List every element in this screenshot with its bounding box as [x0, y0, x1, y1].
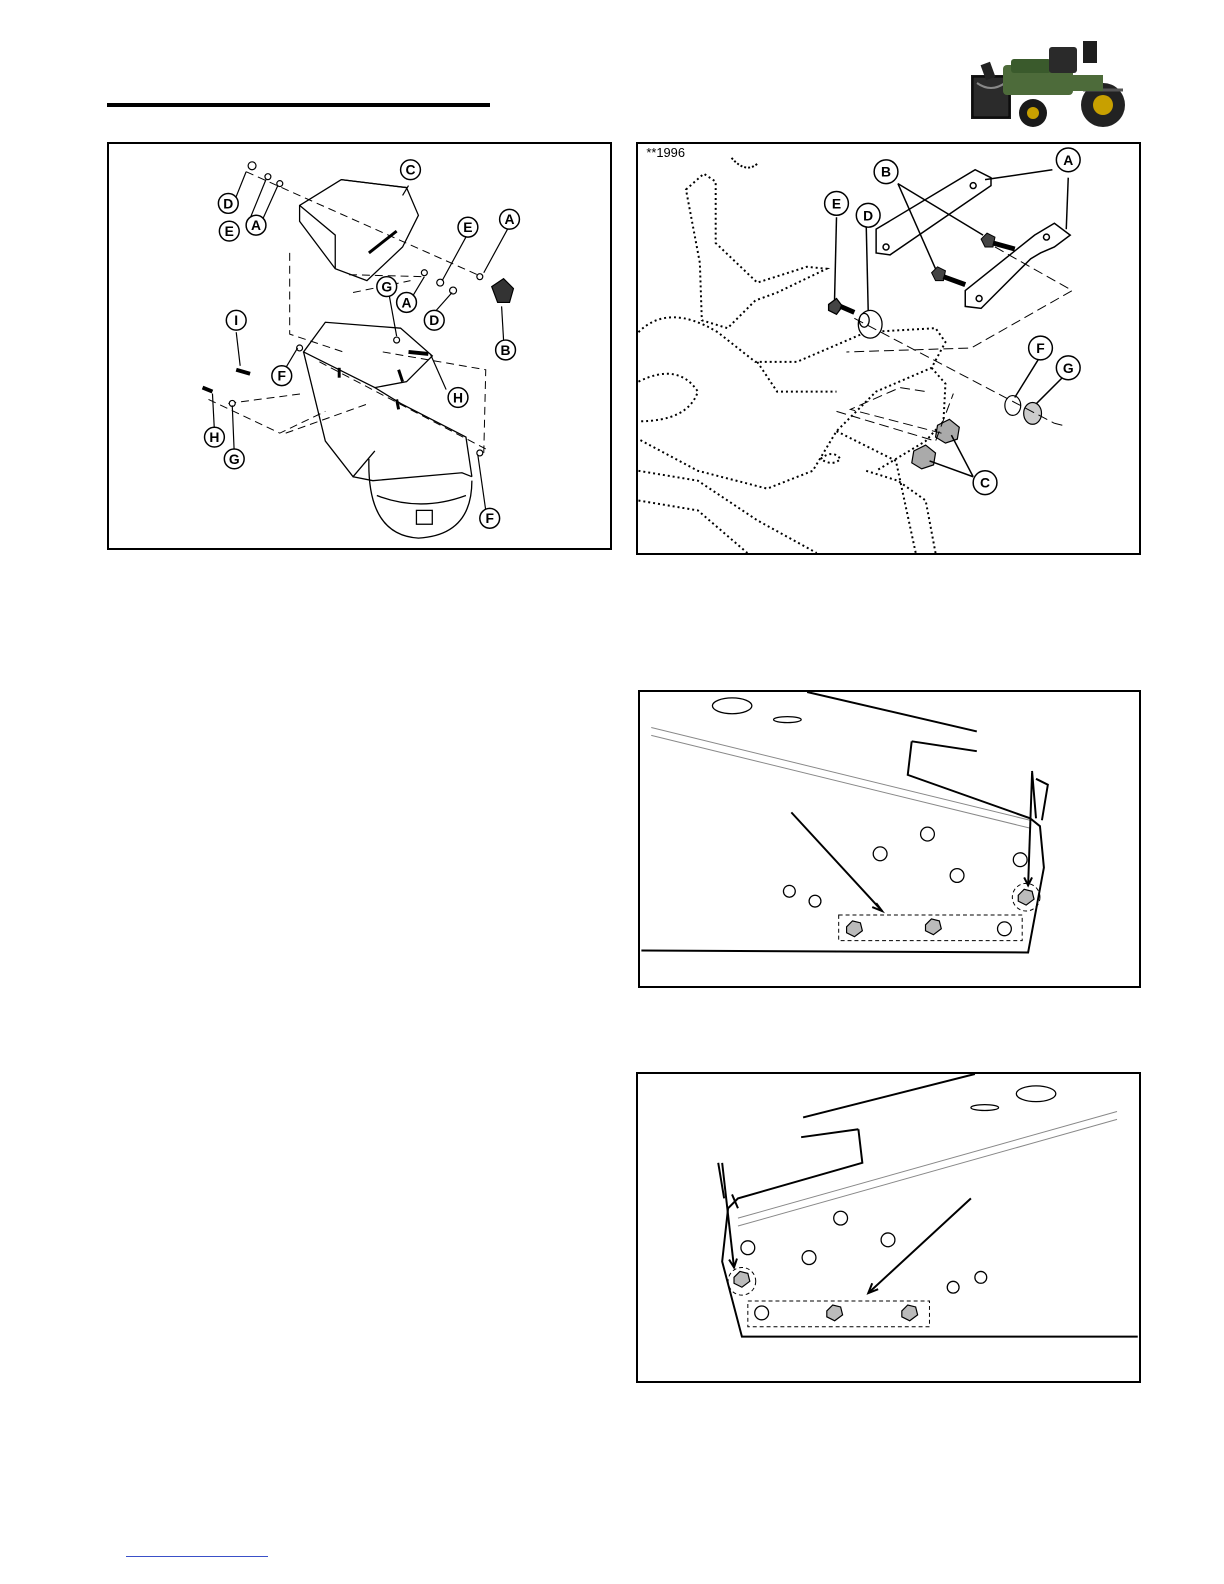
svg-text:A: A [505, 211, 515, 227]
callout-f: F [1029, 336, 1053, 360]
svg-text:D: D [223, 195, 233, 211]
svg-text:E: E [463, 219, 472, 235]
callout-c-top: C [401, 160, 421, 180]
svg-text:A: A [1063, 152, 1073, 168]
svg-text:G: G [1063, 360, 1074, 376]
callout-e: E [825, 192, 849, 216]
svg-text:B: B [881, 164, 891, 180]
svg-text:H: H [209, 429, 219, 445]
callout-a: A [1056, 148, 1080, 172]
svg-text:E: E [832, 195, 841, 211]
callout-c: C [973, 471, 997, 495]
svg-text:A: A [251, 217, 261, 233]
svg-text:F: F [278, 368, 286, 384]
callout-e-right: E [458, 217, 478, 237]
svg-text:C: C [980, 475, 990, 491]
svg-text:A: A [402, 294, 412, 310]
header-rule [107, 103, 490, 107]
callout-d: D [856, 203, 880, 227]
frame-bracket-figure: **1996 [636, 142, 1141, 555]
callout-f-left: F [272, 366, 292, 386]
svg-text:F: F [485, 510, 493, 526]
svg-text:C: C [405, 162, 415, 178]
svg-text:G: G [381, 279, 392, 295]
figure-code: **1996 [646, 145, 685, 160]
callout-i: I [226, 310, 246, 330]
svg-text:B: B [501, 342, 511, 358]
callout-a-right: A [500, 209, 520, 229]
svg-text:D: D [863, 207, 873, 223]
callout-a-left: A [246, 215, 266, 235]
callout-g: G [1056, 356, 1080, 380]
callout-d-left: D [218, 194, 238, 214]
snowthrower-tractor-icon [963, 35, 1131, 133]
callout-e-left: E [219, 221, 239, 241]
footer-link-rule [126, 1556, 268, 1557]
callout-g-mid: G [377, 277, 397, 297]
frame-nuts-left-figure [636, 1072, 1141, 1383]
callout-h-right: H [448, 388, 468, 408]
callout-h-left: H [205, 427, 225, 447]
callout-b: B [496, 340, 516, 360]
svg-text:G: G [229, 451, 240, 467]
svg-text:F: F [1036, 340, 1044, 356]
callout-f-right: F [480, 508, 500, 528]
callout-d-mid: D [424, 310, 444, 330]
callout-g-left: G [224, 449, 244, 469]
callout-b: B [874, 160, 898, 184]
svg-text:E: E [225, 223, 234, 239]
svg-text:I: I [234, 312, 238, 328]
frame-nuts-right-figure [638, 690, 1141, 988]
svg-text:D: D [429, 312, 439, 328]
chute-exploded-figure: C D E A E A G A D B I F H H G F [107, 142, 612, 550]
callout-a-mid: A [397, 293, 417, 313]
svg-text:H: H [453, 389, 463, 405]
